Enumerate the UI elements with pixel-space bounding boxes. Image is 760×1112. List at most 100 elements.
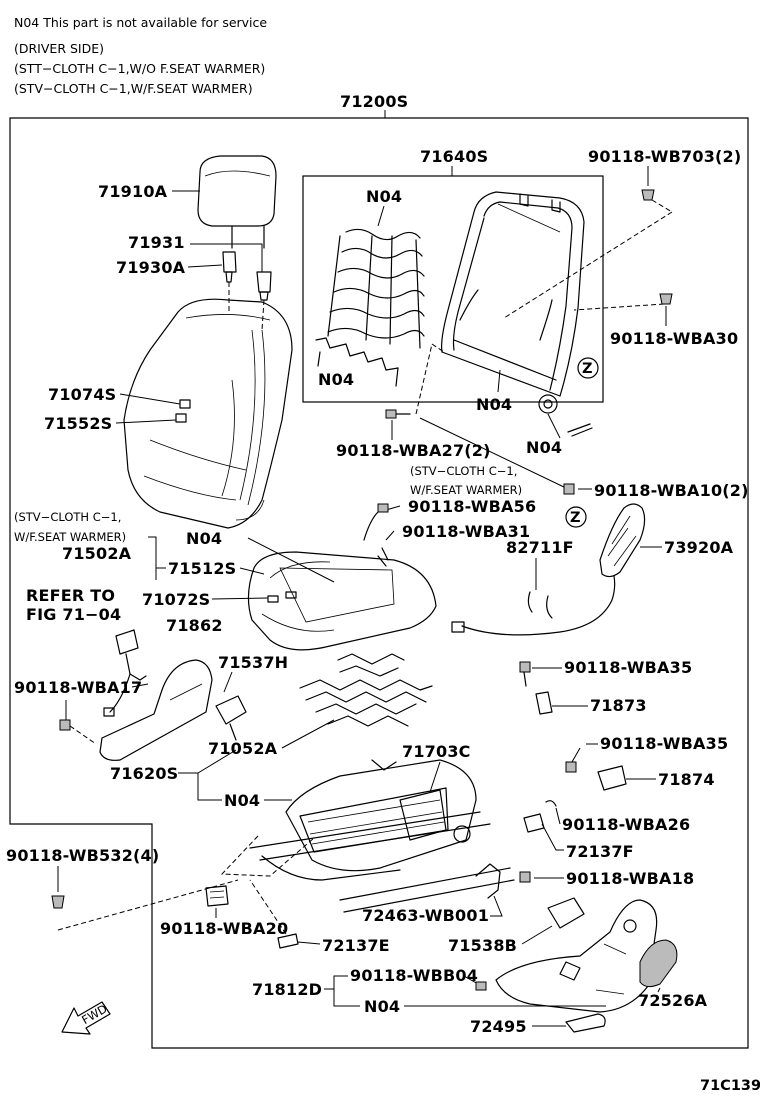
callout-71072S: 71072S — [142, 590, 210, 609]
bolt-wba27-drawing — [385, 409, 397, 419]
callout-71873: 71873 — [590, 696, 647, 715]
callout-71537H: 71537H — [218, 653, 288, 672]
shield-outer-drawing — [495, 899, 658, 1013]
callout-71812D: 71812D — [252, 980, 322, 999]
service-note: N04 This part is not available for servi… — [14, 15, 267, 30]
callout-n04-cushion: N04 — [186, 529, 222, 548]
callout-71074S: 71074S — [48, 385, 116, 404]
adjuster-drawing — [249, 759, 515, 913]
bolt-wba30-drawing — [659, 293, 673, 305]
callout-71930A: 71930A — [116, 258, 186, 277]
callout-71620S: 71620S — [110, 764, 178, 783]
variant-note-2: (STV−CLOTH C−1,W/F.SEAT WARMER) — [14, 81, 253, 96]
callout-71640S: 71640S — [420, 147, 488, 166]
callout-71538B: 71538B — [448, 936, 517, 955]
callout-n04-frame-cushion: N04 — [224, 791, 260, 810]
callout-n04-springs: N04 — [366, 187, 402, 206]
cushion-drawing — [247, 551, 437, 651]
callout-72495: 72495 — [470, 1017, 527, 1036]
belt-buckle-drawing — [103, 629, 147, 717]
callout-90118-WBA27: 90118-WBA27(2) — [336, 441, 491, 460]
callout-82711F: 82711F — [506, 538, 574, 557]
cover-71874-drawing — [597, 765, 627, 791]
lever-cover-drawing — [565, 1013, 606, 1033]
bolt-wb703-drawing — [641, 189, 655, 201]
forward-arrow: FWD — [61, 1001, 111, 1035]
wire-drawing — [451, 575, 616, 636]
callout-90118-WBA26: 90118-WBA26 — [562, 815, 690, 834]
callout-90118-WBA10: 90118-WBA10(2) — [594, 481, 749, 500]
assembly-boundary — [9, 117, 749, 1049]
callout-90118-WBA56: 90118-WBA56 — [408, 497, 536, 516]
callout-71200S: 71200S — [340, 92, 408, 111]
knob-drawing — [639, 939, 678, 988]
callout-n04-recliner: N04 — [526, 438, 562, 457]
dash-rail-left — [220, 835, 315, 877]
seatback-frame-drawing — [441, 191, 585, 414]
callout-90118-WBA35-upper: 90118-WBA35 — [564, 658, 692, 677]
headrest-drawing — [197, 155, 277, 249]
callout-72463-WB001: 72463-WB001 — [362, 906, 489, 925]
cushion-spring-drawing — [299, 653, 433, 727]
harness-a-drawing — [363, 511, 379, 541]
callout-90118-WBA18: 90118-WBA18 — [566, 869, 694, 888]
callout-72137F: 72137F — [566, 842, 634, 861]
callout-n04-frame: N04 — [476, 395, 512, 414]
callout-71862: 71862 — [166, 616, 223, 635]
bolt-wba35-lower-drawing — [565, 761, 577, 773]
marker-z-bottom-label: Z — [570, 510, 581, 526]
seatback-spring-drawing — [327, 228, 425, 349]
bolt-wb532-drawing — [51, 895, 65, 909]
clip-wba26-drawing — [545, 800, 557, 807]
bracket-71538B-drawing — [547, 897, 585, 929]
figure-code: 71C139 — [700, 1078, 760, 1094]
callout-71874: 71874 — [658, 770, 715, 789]
bolt-wba56-drawing — [377, 503, 389, 513]
refer-line-2: FIG 71−04 — [26, 605, 121, 624]
bolt-wba17-drawing — [59, 719, 71, 731]
callout-71703C: 71703C — [402, 742, 471, 761]
bolt-wba35-upper-drawing — [519, 661, 531, 673]
cover-71873-drawing — [535, 691, 553, 715]
seatback-frame-box — [302, 175, 604, 403]
callout-90118-WBA30: 90118-WBA30 — [610, 329, 738, 348]
cover-72137F-drawing — [523, 813, 545, 833]
callout-73920A: 73920A — [664, 538, 734, 557]
callout-71502A: 71502A — [62, 544, 132, 563]
seatback-cover-drawing — [123, 298, 293, 529]
callout-90118-WB703: 90118-WB703(2) — [588, 147, 741, 166]
callout-71512S: 71512S — [168, 559, 236, 578]
bracket-72463-drawing — [475, 863, 501, 899]
bolt-wbb04-drawing — [475, 981, 487, 991]
callout-n04-shield: N04 — [364, 997, 400, 1016]
callout-90118-WB532: 90118-WB532(4) — [6, 846, 159, 865]
cushion-condition-2: W/F.SEAT WARMER) — [14, 530, 126, 544]
bolt-wba10-drawing — [563, 483, 575, 495]
callout-n04-lower-spring: N04 — [318, 370, 354, 389]
heater-condition-1: (STV−CLOTH C−1, — [410, 464, 517, 478]
callout-72137E: 72137E — [322, 936, 390, 955]
callout-90118-WBB04: 90118-WBB04 — [350, 966, 478, 985]
variant-note-1: (STT−CLOTH C−1,W/O F.SEAT WARMER) — [14, 61, 265, 76]
shield-inner-drawing — [99, 659, 247, 761]
callout-71052A: 71052A — [208, 739, 278, 758]
bolt-wba18-drawing — [519, 871, 531, 883]
headrest-guides-drawing — [222, 251, 272, 331]
cushion-condition-1: (STV−CLOTH C−1, — [14, 510, 121, 524]
marker-z-bottom — [565, 506, 587, 528]
clip-wba20-drawing — [205, 885, 229, 907]
callout-90118-WBA17: 90118-WBA17 — [14, 678, 142, 697]
marker-z-top — [577, 357, 599, 379]
callout-71910A: 71910A — [98, 182, 168, 201]
variant-header: (DRIVER SIDE) — [14, 41, 104, 56]
marker-z-top-label: Z — [582, 361, 593, 377]
callout-71931: 71931 — [128, 233, 185, 252]
heater-condition-2: W/F.SEAT WARMER) — [410, 483, 522, 497]
callout-90118-WBA20: 90118-WBA20 — [160, 919, 288, 938]
refer-line-1: REFER TO — [26, 586, 115, 605]
callout-90118-WBA35-lower: 90118-WBA35 — [600, 734, 728, 753]
seatback-lower-spring-drawing — [315, 337, 399, 387]
callout-72526A: 72526A — [638, 991, 708, 1010]
clip-wba31-drawing — [377, 547, 389, 567]
